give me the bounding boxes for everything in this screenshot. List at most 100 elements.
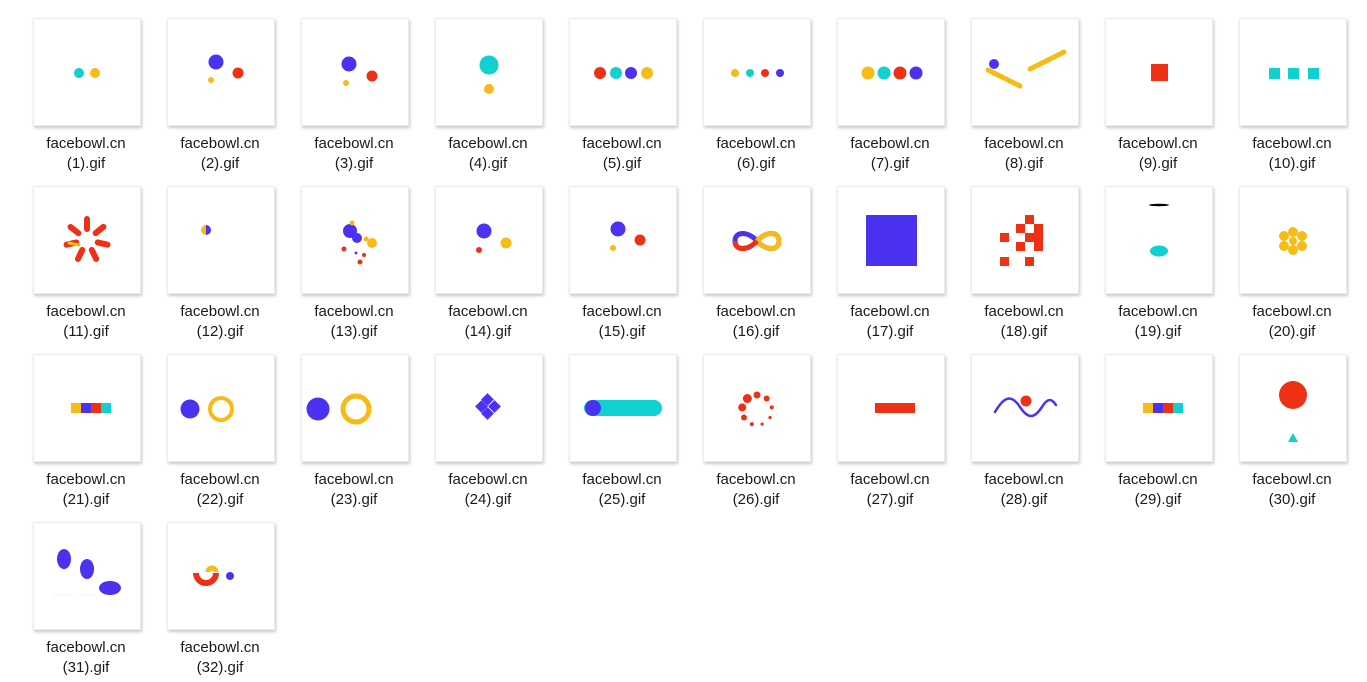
file-name[interactable]: facebowl.cn (5).gif bbox=[555, 134, 689, 174]
file-name[interactable]: facebowl.cn (29).gif bbox=[1091, 470, 1225, 510]
file-thumbnail[interactable] bbox=[33, 522, 141, 630]
file-name[interactable]: facebowl.cn (12).gif bbox=[153, 302, 287, 342]
file-name[interactable]: facebowl.cn (19).gif bbox=[1091, 302, 1225, 342]
scatter-dots-icon bbox=[341, 220, 377, 265]
file-item[interactable]: facebowl.cn (19).gif bbox=[1105, 186, 1239, 346]
file-name[interactable]: facebowl.cn (13).gif bbox=[287, 302, 421, 342]
file-name[interactable]: facebowl.cn (20).gif bbox=[1225, 302, 1359, 342]
file-name-line1: facebowl.cn bbox=[314, 303, 394, 320]
file-name[interactable]: facebowl.cn (28).gif bbox=[957, 470, 1091, 510]
file-thumbnail[interactable] bbox=[1105, 18, 1213, 126]
file-item[interactable]: facebowl.cn (17).gif bbox=[837, 186, 971, 346]
file-item[interactable]: facebowl.cn (7).gif bbox=[837, 18, 971, 178]
file-name[interactable]: facebowl.cn (32).gif bbox=[153, 638, 287, 678]
file-item[interactable]: facebowl.cn (10).gif bbox=[1239, 18, 1367, 178]
file-name[interactable]: facebowl.cn (30).gif bbox=[1225, 470, 1359, 510]
file-item[interactable]: facebowl.cn (24).gif bbox=[435, 354, 569, 514]
file-name[interactable]: facebowl.cn (3).gif bbox=[287, 134, 421, 174]
file-item[interactable]: facebowl.cn (29).gif bbox=[1105, 354, 1239, 514]
file-item[interactable]: facebowl.cn (20).gif bbox=[1239, 186, 1367, 346]
file-thumbnail[interactable] bbox=[837, 354, 945, 462]
file-thumbnail[interactable] bbox=[1105, 354, 1213, 462]
file-thumbnail[interactable] bbox=[167, 354, 275, 462]
file-item[interactable]: facebowl.cn (21).gif bbox=[33, 354, 167, 514]
file-thumbnail[interactable] bbox=[1239, 18, 1347, 126]
file-name[interactable]: facebowl.cn (25).gif bbox=[555, 470, 689, 510]
file-name[interactable]: facebowl.cn (4).gif bbox=[421, 134, 555, 174]
file-thumbnail[interactable] bbox=[301, 186, 409, 294]
file-thumbnail[interactable] bbox=[703, 18, 811, 126]
file-name[interactable]: facebowl.cn (11).gif bbox=[19, 302, 153, 342]
file-item[interactable]: facebowl.cn (12).gif bbox=[167, 186, 301, 346]
file-thumbnail[interactable] bbox=[167, 18, 275, 126]
file-name[interactable]: facebowl.cn (16).gif bbox=[689, 302, 823, 342]
file-item[interactable]: facebowl.cn (23).gif bbox=[301, 354, 435, 514]
file-name[interactable]: facebowl.cn (10).gif bbox=[1225, 134, 1359, 174]
file-item[interactable]: facebowl.cn (4).gif bbox=[435, 18, 569, 178]
file-name[interactable]: facebowl.cn (26).gif bbox=[689, 470, 823, 510]
bouncing-ball-icon bbox=[479, 55, 499, 94]
drop-icon bbox=[1149, 203, 1169, 257]
file-name[interactable]: facebowl.cn (14).gif bbox=[421, 302, 555, 342]
file-thumbnail[interactable] bbox=[301, 354, 409, 462]
file-name[interactable]: facebowl.cn (8).gif bbox=[957, 134, 1091, 174]
file-thumbnail[interactable] bbox=[837, 186, 945, 294]
file-name[interactable]: facebowl.cn (18).gif bbox=[957, 302, 1091, 342]
file-name[interactable]: facebowl.cn (27).gif bbox=[823, 470, 957, 510]
file-item[interactable]: facebowl.cn (15).gif bbox=[569, 186, 703, 346]
file-item[interactable]: facebowl.cn (11).gif bbox=[33, 186, 167, 346]
file-thumbnail[interactable] bbox=[569, 186, 677, 294]
file-thumbnail[interactable] bbox=[1239, 354, 1347, 462]
file-thumbnail[interactable] bbox=[435, 354, 543, 462]
file-thumbnail[interactable] bbox=[569, 354, 677, 462]
file-item[interactable]: facebowl.cn (26).gif bbox=[703, 354, 837, 514]
file-item[interactable]: facebowl.cn (9).gif bbox=[1105, 18, 1239, 178]
file-item[interactable]: facebowl.cn (30).gif bbox=[1239, 354, 1367, 514]
file-item[interactable]: facebowl.cn (13).gif bbox=[301, 186, 435, 346]
file-thumbnail[interactable] bbox=[301, 18, 409, 126]
file-thumbnail[interactable] bbox=[971, 186, 1079, 294]
file-thumbnail[interactable] bbox=[703, 186, 811, 294]
file-thumbnail[interactable] bbox=[33, 18, 141, 126]
file-thumbnail[interactable] bbox=[33, 186, 141, 294]
file-thumbnail[interactable] bbox=[1105, 186, 1213, 294]
file-thumbnail[interactable] bbox=[435, 186, 543, 294]
file-item[interactable]: facebowl.cn (14).gif bbox=[435, 186, 569, 346]
file-thumbnail[interactable] bbox=[971, 354, 1079, 462]
file-thumbnail[interactable] bbox=[167, 522, 275, 630]
file-name[interactable]: facebowl.cn (23).gif bbox=[287, 470, 421, 510]
file-name[interactable]: facebowl.cn (31).gif bbox=[19, 638, 153, 678]
file-item[interactable]: facebowl.cn (27).gif bbox=[837, 354, 971, 514]
file-name[interactable]: facebowl.cn (24).gif bbox=[421, 470, 555, 510]
file-name[interactable]: facebowl.cn (7).gif bbox=[823, 134, 957, 174]
file-item[interactable]: facebowl.cn (8).gif bbox=[971, 18, 1105, 178]
file-item[interactable]: facebowl.cn (18).gif bbox=[971, 186, 1105, 346]
file-name[interactable]: facebowl.cn (9).gif bbox=[1091, 134, 1225, 174]
file-item[interactable]: facebowl.cn (3).gif bbox=[301, 18, 435, 178]
file-thumbnail[interactable] bbox=[167, 186, 275, 294]
file-thumbnail[interactable] bbox=[569, 18, 677, 126]
file-name[interactable]: facebowl.cn (6).gif bbox=[689, 134, 823, 174]
file-item[interactable]: facebowl.cn (22).gif bbox=[167, 354, 301, 514]
file-item[interactable]: facebowl.cn (25).gif bbox=[569, 354, 703, 514]
file-item[interactable]: facebowl.cn (31).gif bbox=[33, 522, 167, 682]
file-thumbnail[interactable] bbox=[703, 354, 811, 462]
file-item[interactable]: facebowl.cn (32).gif bbox=[167, 522, 301, 682]
file-thumbnail[interactable] bbox=[435, 18, 543, 126]
file-name[interactable]: facebowl.cn (15).gif bbox=[555, 302, 689, 342]
file-thumbnail[interactable] bbox=[971, 18, 1079, 126]
file-name[interactable]: facebowl.cn (2).gif bbox=[153, 134, 287, 174]
file-thumbnail[interactable] bbox=[1239, 186, 1347, 294]
file-item[interactable]: facebowl.cn (6).gif bbox=[703, 18, 837, 178]
file-name[interactable]: facebowl.cn (22).gif bbox=[153, 470, 287, 510]
file-item[interactable]: facebowl.cn (16).gif bbox=[703, 186, 837, 346]
file-thumbnail[interactable] bbox=[837, 18, 945, 126]
file-name[interactable]: facebowl.cn (1).gif bbox=[19, 134, 153, 174]
file-item[interactable]: facebowl.cn (28).gif bbox=[971, 354, 1105, 514]
file-item[interactable]: facebowl.cn (5).gif bbox=[569, 18, 703, 178]
file-name[interactable]: facebowl.cn (21).gif bbox=[19, 470, 153, 510]
file-item[interactable]: facebowl.cn (2).gif bbox=[167, 18, 301, 178]
file-item[interactable]: facebowl.cn (1).gif bbox=[33, 18, 167, 178]
file-name[interactable]: facebowl.cn (17).gif bbox=[823, 302, 957, 342]
file-thumbnail[interactable] bbox=[33, 354, 141, 462]
